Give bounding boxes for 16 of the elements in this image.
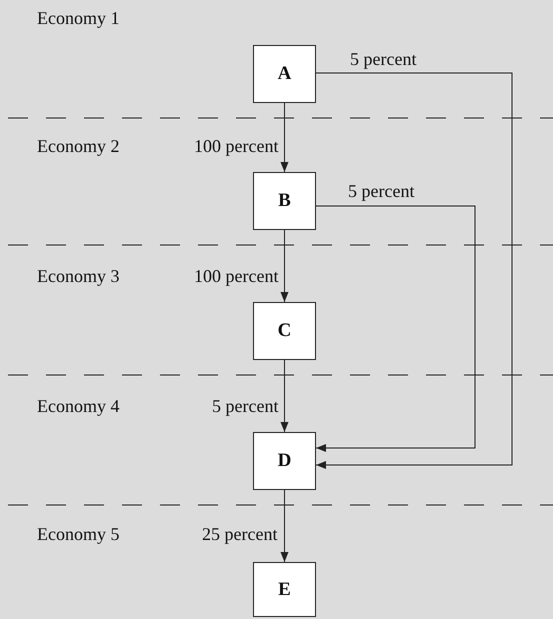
arrow (316, 206, 476, 452)
arrow (280, 360, 288, 432)
arrow (280, 102, 288, 172)
process-box (253, 302, 316, 360)
box-label: A (278, 63, 292, 85)
process-box (253, 172, 316, 230)
box-label: B (278, 190, 291, 212)
process-box (253, 45, 316, 103)
box-label: D (278, 450, 292, 472)
box-label: C (278, 320, 292, 342)
arrow (280, 490, 288, 562)
arrow (280, 230, 288, 302)
box-label: E (278, 578, 291, 600)
arrow (316, 72, 512, 469)
process-box (253, 432, 316, 490)
process-box (253, 562, 316, 617)
